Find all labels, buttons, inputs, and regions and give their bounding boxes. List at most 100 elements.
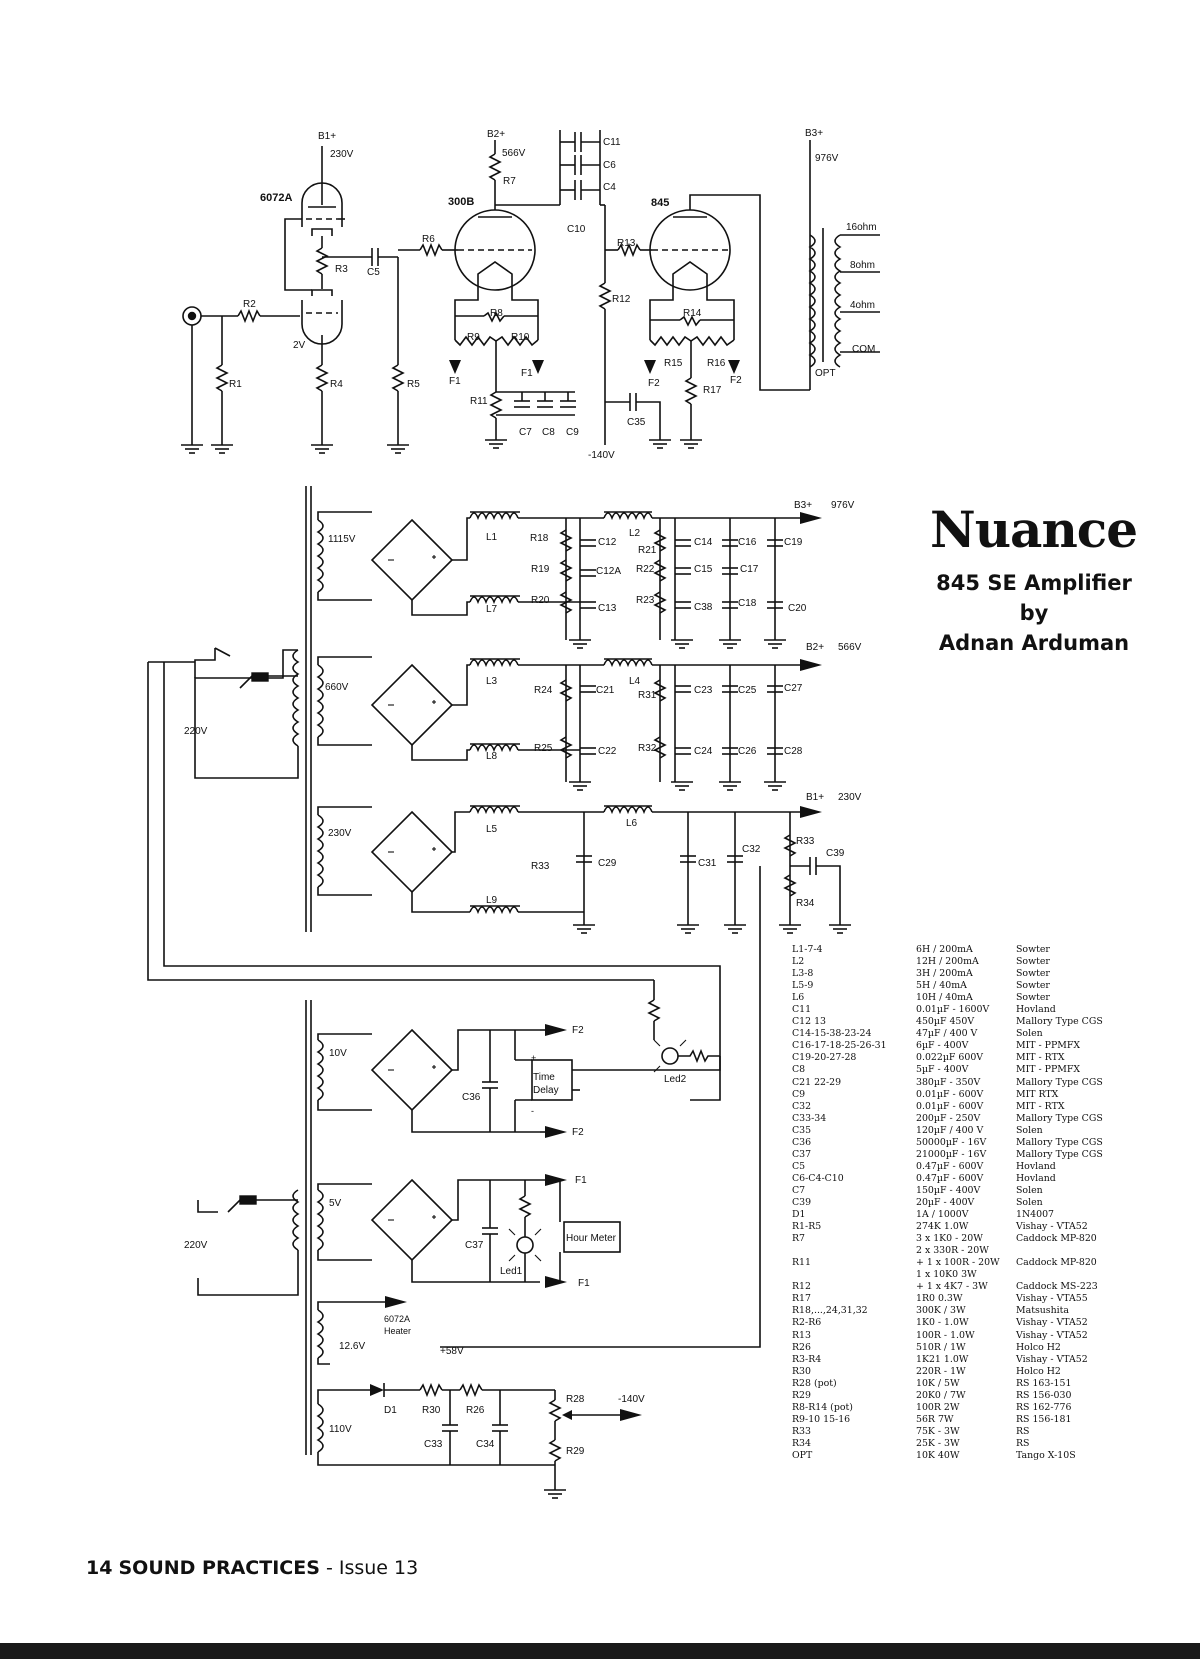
r34-label: R34	[796, 898, 815, 909]
part-value: 10H / 40mA	[916, 992, 973, 1004]
psu-b2-voltage: 566V	[838, 642, 862, 653]
c14-label: C14	[694, 537, 713, 548]
part-maker: Tango X-10S	[1016, 1449, 1076, 1461]
c25-label: C25	[738, 685, 757, 696]
part-maker: Caddock MS-223	[1016, 1281, 1098, 1293]
b2-voltage: 566V	[502, 148, 526, 159]
b1-voltage: 230V	[330, 149, 354, 160]
r20-label: R20	[531, 595, 550, 606]
part-value: 1K21 1.0W	[916, 1353, 969, 1365]
f1-out-label-bottom: F1	[578, 1278, 590, 1289]
part-value: 380µF - 350V	[916, 1076, 981, 1088]
c36-label: C36	[462, 1092, 481, 1103]
subtitle-line-2: by	[1019, 601, 1049, 625]
part-ref: C39	[792, 1196, 812, 1208]
c39-label: C39	[826, 848, 845, 859]
issue-label: - Issue 13	[325, 1557, 419, 1579]
part-ref: C37	[792, 1148, 812, 1160]
r5-label: R5	[407, 379, 420, 390]
part-ref: R12	[792, 1281, 811, 1293]
part-value: 274K 1.0W	[916, 1221, 969, 1233]
l5-label: L5	[486, 824, 498, 835]
part-value: 1K0 - 1.0W	[916, 1317, 969, 1329]
plus-58v-label: +58V	[440, 1346, 464, 1357]
c21-label: C21	[596, 685, 615, 696]
part-maker: 1N4007	[1016, 1209, 1055, 1221]
r11-label: R11	[470, 396, 488, 407]
part-value: 56R 7W	[916, 1413, 954, 1425]
c17-label: C17	[740, 564, 759, 575]
r18-label: R18	[530, 533, 549, 544]
b2-label: B2+	[487, 129, 505, 140]
c20-label: C20	[788, 603, 807, 614]
td-minus-label: -	[531, 1106, 534, 1116]
tap-8ohm-label: 8ohm	[850, 260, 875, 271]
part-value: 5µF - 400V	[916, 1064, 969, 1076]
c34-label: C34	[476, 1439, 495, 1450]
c18-label: C18	[738, 598, 757, 609]
part-value: 0.47µF - 600V	[916, 1172, 984, 1184]
f2-label-845: F2	[648, 378, 660, 389]
r17-label: R17	[703, 385, 722, 396]
psu-b3-label: B3+	[794, 500, 812, 511]
power-supply-schematic: 220V	[184, 486, 862, 1348]
part-ref: L1-7-4	[792, 944, 823, 955]
part-value: + 1 x 4K7 - 3W	[916, 1281, 988, 1293]
parts-list-row: R12 + 1 x 4K7 - 3W Caddock MS-223	[792, 1281, 1126, 1293]
part-maker	[1016, 1269, 1126, 1281]
r19-label: R19	[531, 564, 550, 575]
d1-label: D1	[384, 1405, 397, 1416]
part-maker: Mallory Type CGS	[1016, 1016, 1103, 1028]
r30-label: R30	[422, 1405, 441, 1416]
part-value: 25K - 3W	[916, 1437, 960, 1449]
b3-label: B3+	[805, 128, 823, 139]
part-maker: Caddock MP-820	[1016, 1233, 1097, 1245]
b3-voltage: 976V	[815, 153, 839, 164]
r14-label: R14	[683, 308, 702, 319]
hour-meter-box	[563, 1221, 621, 1253]
part-value: 450µF 450V	[916, 1016, 975, 1028]
part-ref: C7	[792, 1184, 806, 1196]
psu-b1-label: B1+	[806, 792, 824, 803]
part-maker: Holco H2	[1016, 1365, 1061, 1377]
c26-label: C26	[738, 746, 757, 757]
r4-label: R4	[330, 379, 343, 390]
part-ref: C11	[792, 1004, 812, 1016]
part-ref: R2-R6	[792, 1317, 822, 1329]
part-ref: R7	[792, 1233, 806, 1245]
c4-label: C4	[603, 182, 616, 193]
c22-label: C22	[598, 746, 617, 757]
article-title: Nuance	[930, 500, 1138, 559]
part-maker: MIT RTX	[1016, 1088, 1059, 1100]
part-maker: RS 163-151	[1016, 1377, 1072, 1389]
r7-label: R7	[503, 176, 516, 187]
author-name: Adnan Arduman	[938, 631, 1130, 655]
r32-label: R32	[638, 743, 657, 754]
part-maker: Mallory Type CGS	[1016, 1136, 1103, 1148]
part-maker: Solen	[1016, 1184, 1043, 1196]
part-ref	[792, 1245, 916, 1257]
c32-label: C32	[742, 844, 761, 855]
part-maker: MIT - PPMFX	[1016, 1040, 1081, 1052]
part-ref: C6-C4-C10	[792, 1172, 844, 1184]
part-maker: Vishay - VTA52	[1016, 1353, 1088, 1365]
part-value: 0.022µF 600V	[916, 1052, 984, 1064]
part-value: 0.01µF - 600V	[916, 1088, 984, 1100]
c24-label: C24	[694, 746, 713, 757]
r21-label: R21	[638, 545, 657, 556]
part-ref: R29	[792, 1389, 811, 1401]
part-maker: Holco H2	[1016, 1341, 1061, 1353]
part-maker: RS	[1016, 1437, 1030, 1449]
r23-label: R23	[636, 595, 655, 606]
amplifier-schematic: B1+ 230V 6072A R3 C5 R2 2V R1 R4 R5 R6 B…	[180, 128, 880, 461]
part-value: 120µF / 400 V	[916, 1124, 984, 1136]
